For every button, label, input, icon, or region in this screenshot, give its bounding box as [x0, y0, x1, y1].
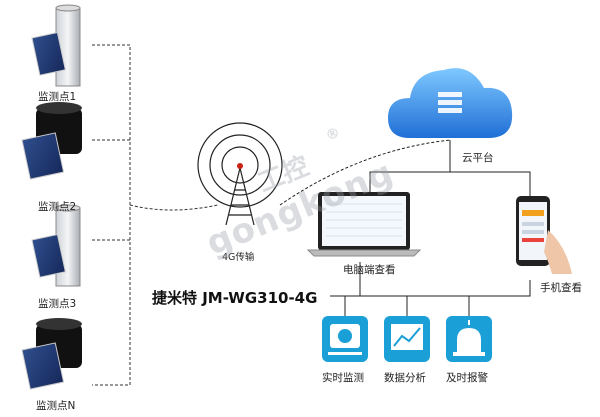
station-n-label: 监测点N	[36, 400, 76, 412]
cloud-icon	[388, 68, 513, 138]
phone-label: 手机查看	[540, 282, 582, 294]
station-3-device	[31, 204, 81, 287]
function-label-1: 实时监测	[322, 372, 364, 384]
function-label-3: 及时报警	[446, 372, 488, 384]
signal-label: 4G传输	[222, 252, 255, 263]
station-2-device	[21, 102, 82, 180]
function-tile-1	[322, 316, 368, 362]
function-label-2: 数据分析	[384, 372, 426, 384]
station-1-label: 监测点1	[38, 91, 77, 103]
pc-label: 电脑端查看	[343, 264, 396, 276]
station-3-label: 监测点3	[38, 298, 77, 310]
signal-tower-icon	[197, 122, 283, 226]
network-lines	[279, 139, 531, 316]
station-connectors	[92, 44, 219, 386]
station-n-device	[21, 318, 82, 390]
device-title: 捷米特 JM-WG310-4G	[152, 289, 318, 307]
phone-icon	[516, 196, 572, 274]
station-1-device	[31, 4, 81, 87]
station-2-label: 监测点2	[38, 201, 77, 213]
cloud-label: 云平台	[462, 152, 494, 164]
laptop-icon	[306, 192, 422, 257]
function-tile-3	[446, 316, 492, 362]
function-tile-2	[384, 316, 430, 362]
